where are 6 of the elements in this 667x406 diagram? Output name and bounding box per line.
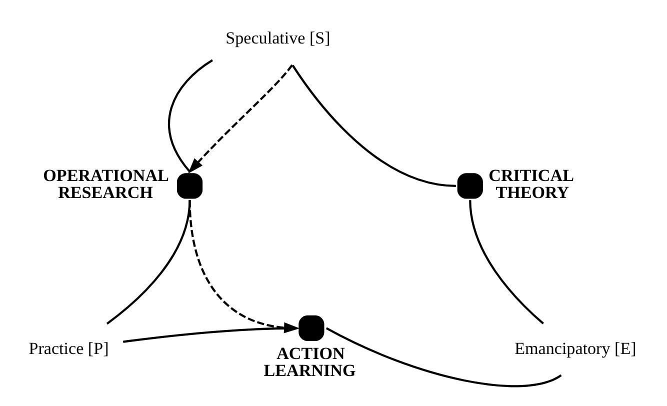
node-text: Practice [P] xyxy=(28,339,109,358)
node-text: Speculative [S] xyxy=(226,28,330,48)
node-label: ACTION LEARNING xyxy=(264,344,356,380)
node-label: OPERATIONAL RESEARCH xyxy=(43,166,169,202)
node-text: Emancipatory [E] xyxy=(514,339,636,358)
node-label: CRITICAL THEORY xyxy=(488,166,574,202)
